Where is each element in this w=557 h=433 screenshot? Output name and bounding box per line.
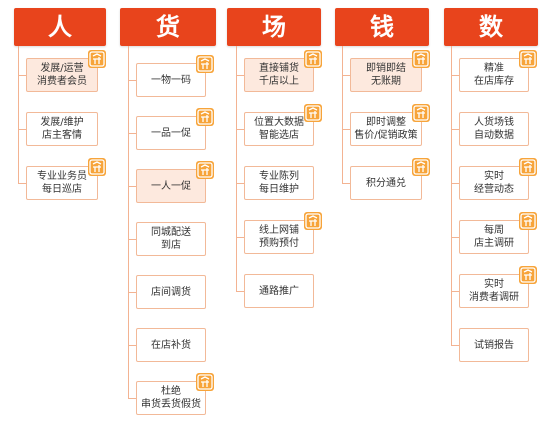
- app-logo-icon: [519, 266, 537, 284]
- item-box: 同城配送 到店: [136, 222, 206, 256]
- item-label: 线上网铺 预购预付: [259, 225, 299, 249]
- app-logo-icon: [196, 161, 214, 179]
- connector-line: [451, 46, 452, 345]
- connector-branch: [236, 183, 244, 184]
- app-logo-icon: [88, 50, 106, 68]
- item-label: 试销报告: [474, 339, 514, 351]
- item-label: 同城配送 到店: [151, 227, 191, 251]
- item-label: 专业陈列 每日维护: [259, 171, 299, 195]
- item-box: 通路推广: [244, 274, 314, 308]
- item-box: 杜绝 串货丢货假货: [136, 381, 206, 415]
- item-box: 专业陈列 每日维护: [244, 166, 314, 200]
- connector-branch: [342, 75, 350, 76]
- column-header: 钱: [335, 8, 429, 46]
- item-box: 位置大数据 智能选店: [244, 112, 314, 146]
- app-logo-icon: [196, 373, 214, 391]
- app-logo-icon: [304, 212, 322, 230]
- connector-branch: [342, 183, 350, 184]
- item-label: 杜绝 串货丢货假货: [141, 386, 201, 410]
- item-box: 积分通兑: [350, 166, 422, 200]
- item-label: 在店补货: [151, 339, 191, 351]
- connector-branch: [451, 237, 459, 238]
- app-logo-icon: [519, 158, 537, 176]
- connector-branch: [18, 75, 26, 76]
- item-box: 即时调整 售价/促销政策: [350, 112, 422, 146]
- item-label: 专业业务员 每日巡店: [37, 171, 87, 195]
- item-box: 每周 店主调研: [459, 220, 529, 254]
- connector-branch: [451, 75, 459, 76]
- item-label: 即时调整 售价/促销政策: [354, 117, 418, 141]
- item-box: 专业业务员 每日巡店: [26, 166, 98, 200]
- item-box: 试销报告: [459, 328, 529, 362]
- connector-branch: [128, 292, 136, 293]
- connector-branch: [128, 80, 136, 81]
- item-label: 发展/运营 消费者会员: [37, 63, 87, 87]
- connector-branch: [236, 291, 244, 292]
- connector-line: [128, 46, 129, 398]
- connector-branch: [236, 129, 244, 130]
- item-box: 精准 在店库存: [459, 58, 529, 92]
- connector-branch: [451, 129, 459, 130]
- connector-branch: [451, 345, 459, 346]
- app-logo-icon: [519, 212, 537, 230]
- item-label: 即销即结 无账期: [366, 63, 406, 87]
- item-box: 在店补货: [136, 328, 206, 362]
- connector-branch: [128, 239, 136, 240]
- app-logo-icon: [304, 104, 322, 122]
- connector-branch: [342, 129, 350, 130]
- app-logo-icon: [88, 158, 106, 176]
- item-box: 人货场钱 自动数据: [459, 112, 529, 146]
- connector-branch: [128, 398, 136, 399]
- item-box: 即销即结 无账期: [350, 58, 422, 92]
- connector-branch: [451, 291, 459, 292]
- connector-branch: [128, 186, 136, 187]
- app-logo-icon: [412, 50, 430, 68]
- app-logo-icon: [519, 50, 537, 68]
- item-label: 发展/维护 店主客情: [40, 117, 84, 141]
- item-box: 发展/维护 店主客情: [26, 112, 98, 146]
- item-label: 积分通兑: [366, 177, 406, 189]
- column-header: 人: [14, 8, 106, 46]
- app-logo-icon: [304, 50, 322, 68]
- item-label: 一物一码: [151, 74, 191, 86]
- connector-branch: [18, 129, 26, 130]
- item-label: 精准 在店库存: [474, 63, 514, 87]
- item-label: 人货场钱 自动数据: [474, 117, 514, 141]
- item-label: 一品一促: [151, 127, 191, 139]
- column-header: 场: [227, 8, 321, 46]
- connector-line: [342, 46, 343, 183]
- item-label: 每周 店主调研: [474, 225, 514, 249]
- connector-branch: [236, 237, 244, 238]
- column-header: 数: [444, 8, 538, 46]
- connector-line: [18, 46, 19, 183]
- item-label: 店间调货: [151, 286, 191, 298]
- app-logo-icon: [412, 158, 430, 176]
- item-box: 一品一促: [136, 116, 206, 150]
- item-label: 直接铺货 千店以上: [259, 63, 299, 87]
- item-label: 实时 经营动态: [474, 171, 514, 195]
- item-label: 实时 消费者调研: [469, 279, 519, 303]
- connector-branch: [128, 133, 136, 134]
- item-box: 一物一码: [136, 63, 206, 97]
- item-box: 直接铺货 千店以上: [244, 58, 314, 92]
- column-header: 货: [120, 8, 216, 46]
- item-box: 实时 消费者调研: [459, 274, 529, 308]
- item-label: 一人一促: [151, 180, 191, 192]
- connector-branch: [451, 183, 459, 184]
- item-box: 线上网铺 预购预付: [244, 220, 314, 254]
- item-box: 一人一促: [136, 169, 206, 203]
- item-label: 通路推广: [259, 285, 299, 297]
- connector-line: [236, 46, 237, 291]
- connector-branch: [18, 183, 26, 184]
- connector-branch: [236, 75, 244, 76]
- app-logo-icon: [412, 104, 430, 122]
- app-logo-icon: [196, 55, 214, 73]
- item-box: 实时 经营动态: [459, 166, 529, 200]
- item-box: 发展/运营 消费者会员: [26, 58, 98, 92]
- connector-branch: [128, 345, 136, 346]
- item-label: 位置大数据 智能选店: [254, 117, 304, 141]
- app-logo-icon: [196, 108, 214, 126]
- item-box: 店间调货: [136, 275, 206, 309]
